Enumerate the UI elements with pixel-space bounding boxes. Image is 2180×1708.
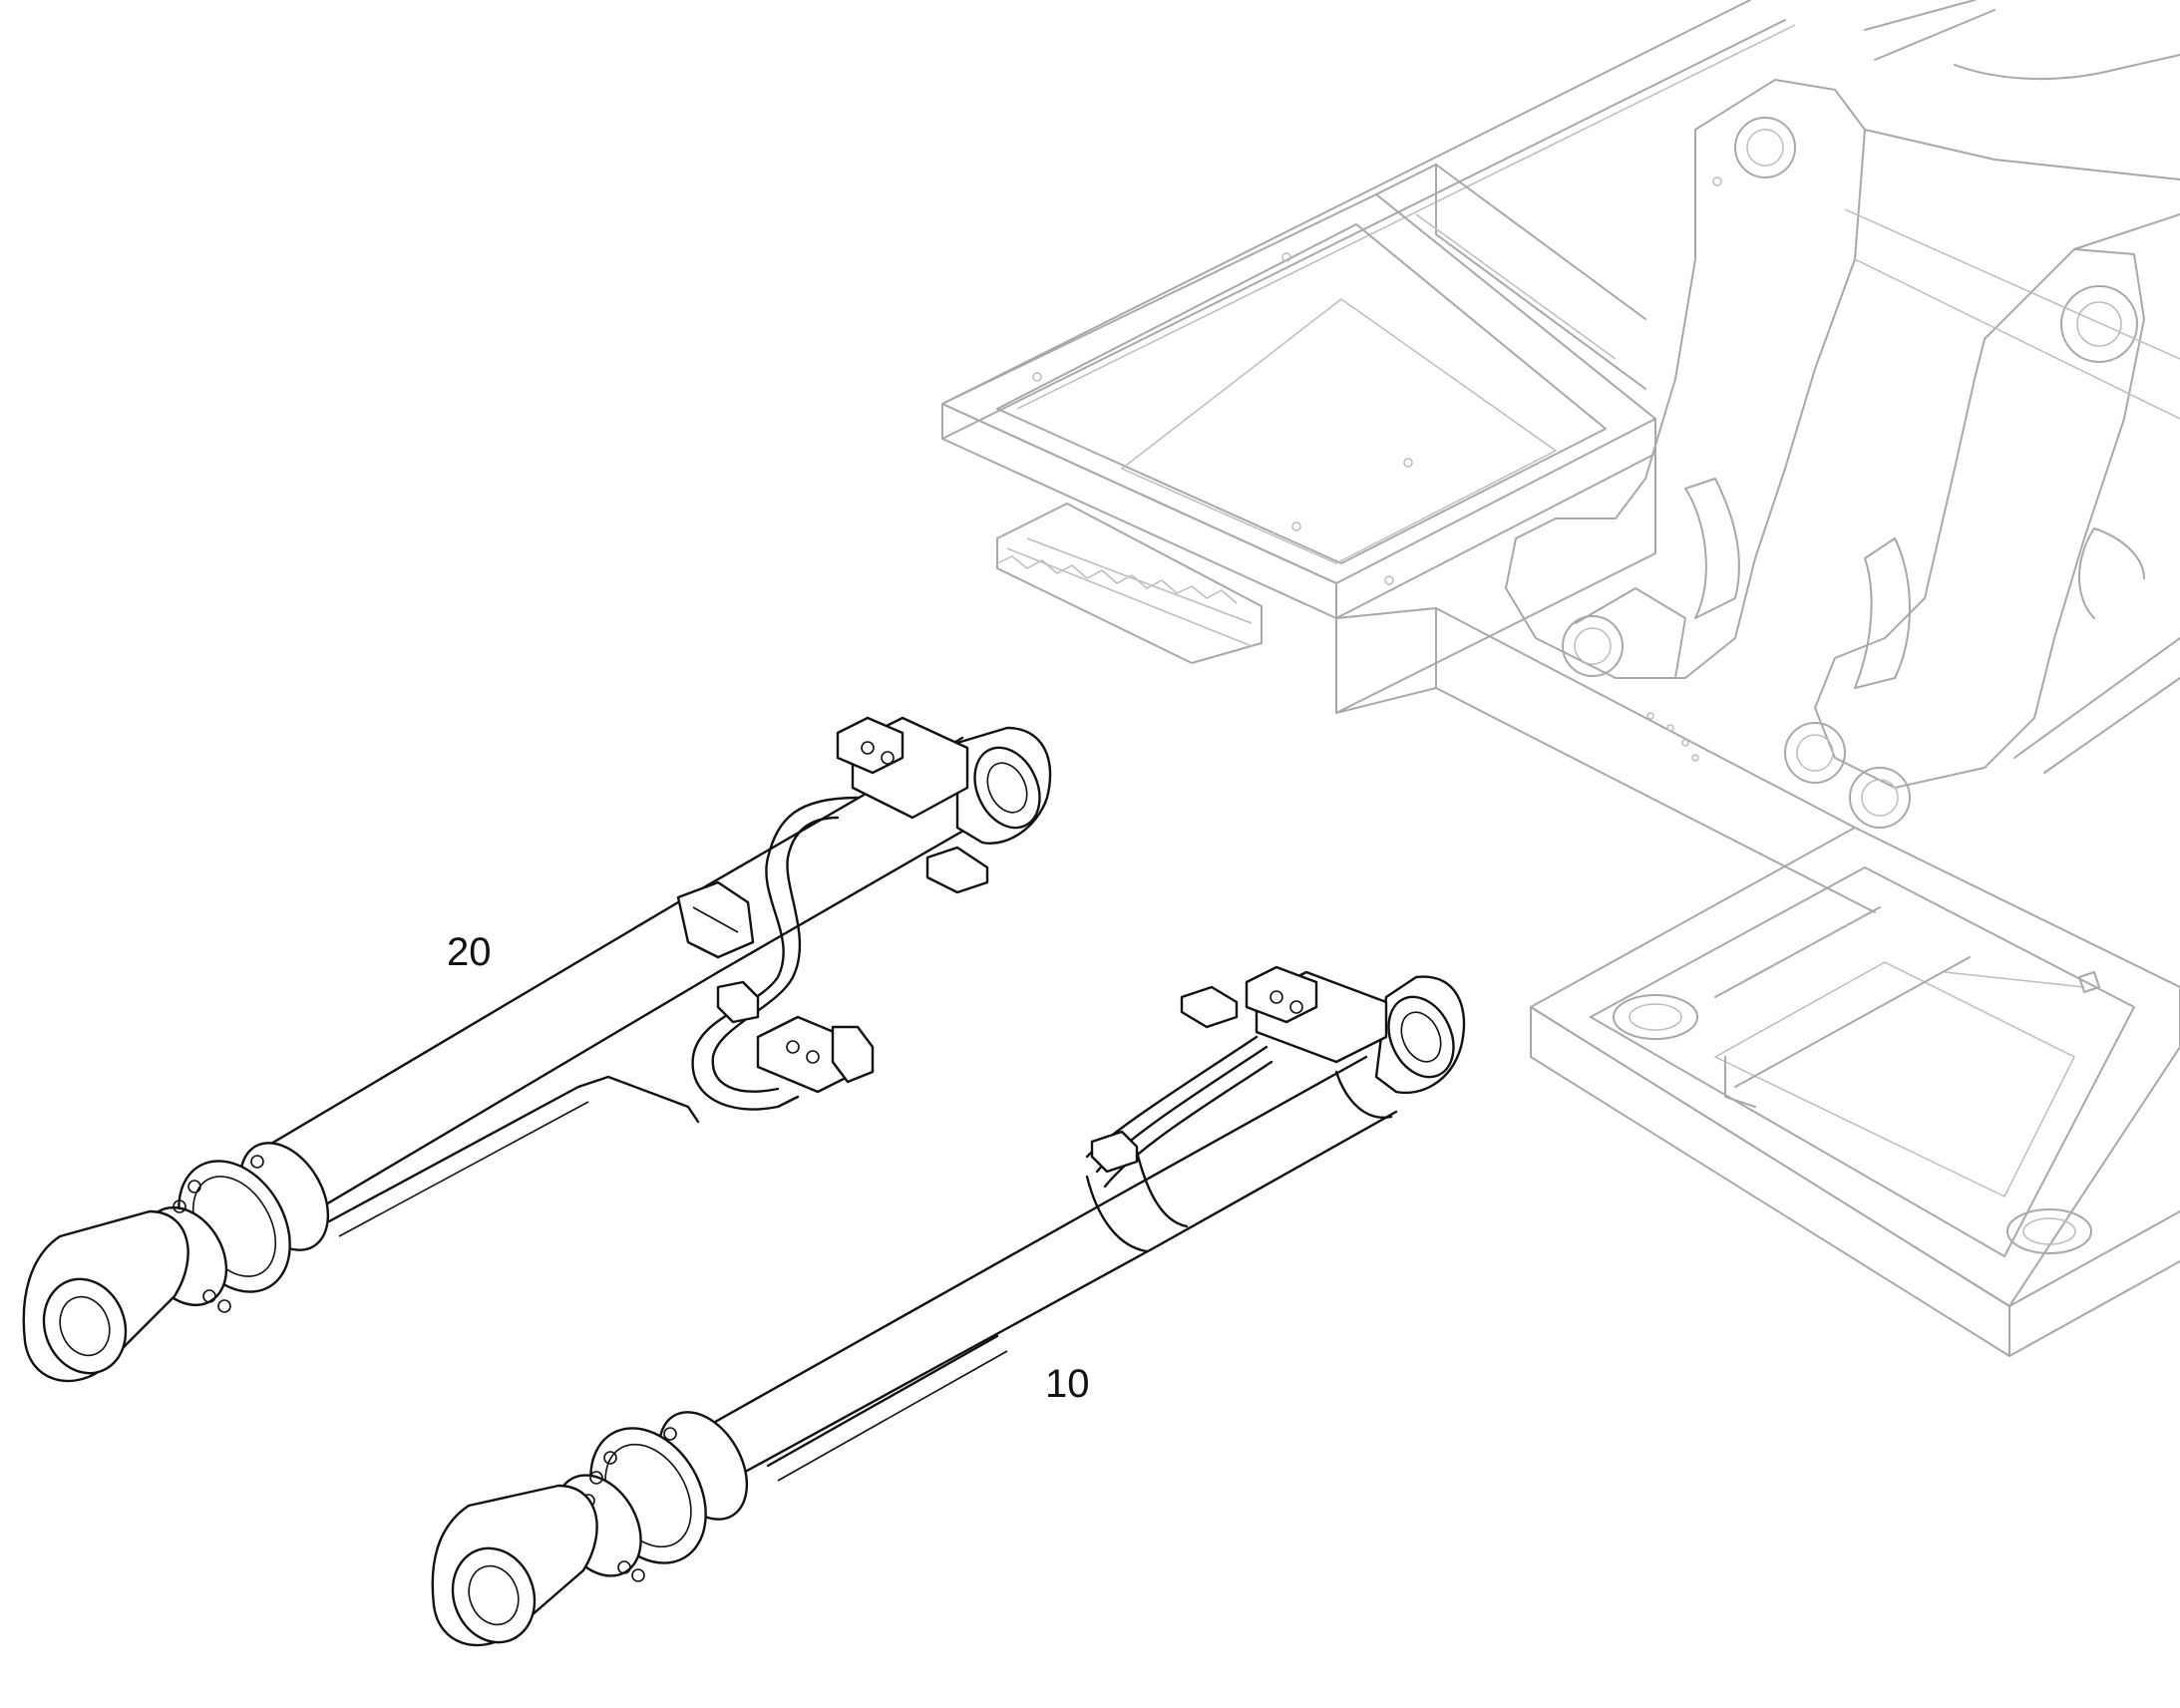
hydraulic-cylinder-20 [22,716,1052,1383]
frame-holes [1032,176,1722,762]
gland-bolts-10 [581,1427,677,1582]
machine-frame [941,0,2180,1357]
callout-label-10: 10 [1045,1362,1090,1406]
hydraulic-cylinder-10 [431,965,1466,1647]
callout-label-20: 20 [447,930,492,974]
